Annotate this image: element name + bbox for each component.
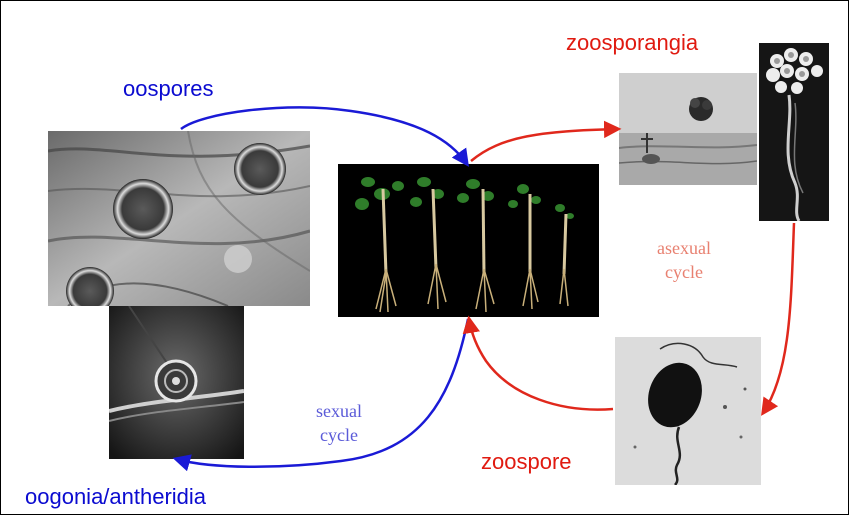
zoospore-image	[615, 337, 761, 485]
zoosporangia-tall-micrograph	[759, 43, 829, 221]
asexual-arrow-to-zoospore	[763, 223, 794, 413]
oospores-label: oospores	[123, 78, 214, 100]
oospores-image	[48, 131, 310, 306]
zoosporangia-label: zoosporangia	[566, 32, 698, 54]
oogonia-antheridia-label: oogonia/antheridia	[25, 486, 206, 508]
zoospore-micrograph	[615, 337, 761, 485]
sexual-cycle-line2: cycle	[299, 423, 379, 447]
zoospore-label: zoospore	[481, 451, 572, 473]
asexual-cycle-line1: asexual	[639, 236, 729, 260]
plants-photo	[338, 164, 599, 317]
oospores-micrograph	[48, 131, 310, 306]
oogonia-micrograph	[109, 306, 244, 459]
oogonia-image	[109, 306, 244, 459]
zoosporangia-tall-image	[759, 43, 829, 221]
asexual-arrow-to-zoosporangia	[471, 129, 618, 161]
asexual-cycle-line2: cycle	[639, 260, 729, 284]
sexual-cycle-label: sexual cycle	[299, 399, 379, 448]
asexual-cycle-label: asexual cycle	[639, 236, 729, 285]
zoosporangia-image	[619, 73, 757, 185]
zoosporangia-micrograph	[619, 73, 757, 185]
asexual-arrow-to-plants	[469, 319, 613, 410]
sexual-cycle-line1: sexual	[299, 399, 379, 423]
plants-image	[338, 164, 599, 317]
